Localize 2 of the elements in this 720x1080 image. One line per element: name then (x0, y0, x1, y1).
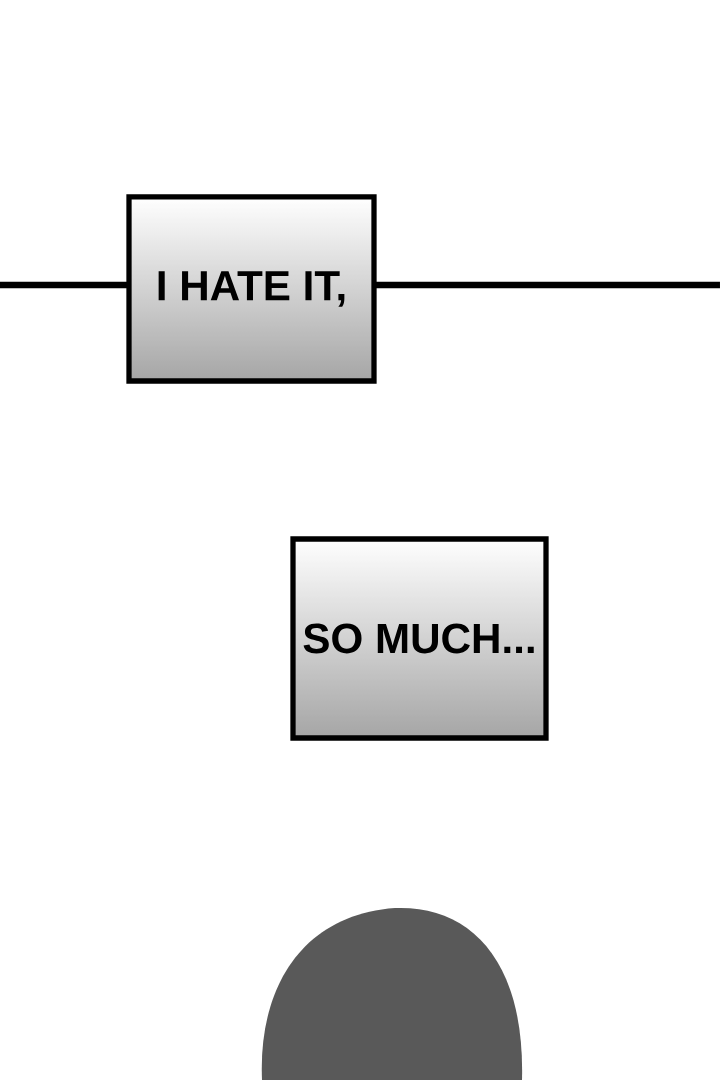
caption-box: I HATE IT, (126, 194, 377, 384)
caption-box: SO MUCH... (290, 536, 549, 741)
